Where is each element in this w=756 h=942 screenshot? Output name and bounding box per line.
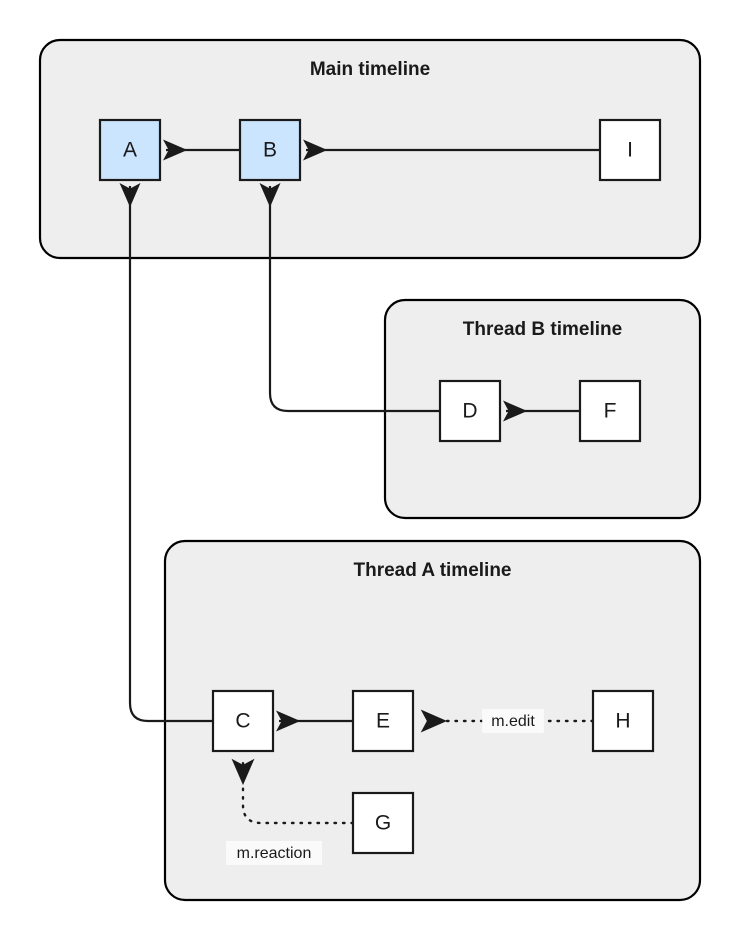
- timeline-group-title: Main timeline: [310, 59, 430, 80]
- event-node-label: E: [376, 710, 390, 733]
- edge-label-m-edit: m.edit: [491, 713, 535, 730]
- event-nodes: A B I D F C E H G: [98, 118, 662, 855]
- event-node-i[interactable]: I: [598, 118, 662, 182]
- edge-c-to-a: [119, 182, 213, 723]
- event-node-box[interactable]: [211, 689, 275, 753]
- event-node-a[interactable]: A: [98, 118, 162, 182]
- timeline-group-title: Thread A timeline: [353, 560, 511, 581]
- event-node-box[interactable]: [578, 379, 642, 443]
- timeline-group-title: Thread B timeline: [463, 319, 622, 340]
- event-node-box[interactable]: [238, 118, 302, 182]
- edge-labels-layer: m.edit m.reaction: [226, 709, 544, 865]
- event-node-b[interactable]: B: [238, 118, 302, 182]
- event-node-box[interactable]: [98, 118, 162, 182]
- event-node-d[interactable]: D: [438, 379, 502, 443]
- event-node-label: G: [375, 812, 391, 835]
- event-node-g[interactable]: G: [351, 791, 415, 855]
- edge-g-to-c: [231, 758, 355, 825]
- event-node-label: B: [263, 139, 277, 162]
- event-node-box[interactable]: [438, 379, 502, 443]
- timeline-group-thread_b: Thread B timeline: [383, 298, 702, 520]
- edge-label-background: [226, 841, 322, 865]
- edge-label-m-reaction: m.reaction: [237, 845, 312, 862]
- event-node-label: F: [604, 400, 617, 423]
- event-node-label: H: [615, 710, 630, 733]
- event-node-h[interactable]: H: [591, 689, 655, 753]
- event-node-box[interactable]: [351, 791, 415, 855]
- event-node-box[interactable]: [591, 689, 655, 753]
- event-node-label: A: [123, 139, 137, 162]
- event-node-box[interactable]: [351, 689, 415, 753]
- edge-d-to-b: [259, 182, 440, 413]
- event-node-label: C: [235, 710, 250, 733]
- event-node-label: I: [627, 139, 633, 162]
- event-node-c[interactable]: C: [211, 689, 275, 753]
- event-node-e[interactable]: E: [351, 689, 415, 753]
- edge-label-background: [482, 709, 544, 733]
- event-node-f[interactable]: F: [578, 379, 642, 443]
- event-node-label: D: [462, 400, 477, 423]
- event-node-box[interactable]: [598, 118, 662, 182]
- timeline-group-box: [383, 298, 702, 520]
